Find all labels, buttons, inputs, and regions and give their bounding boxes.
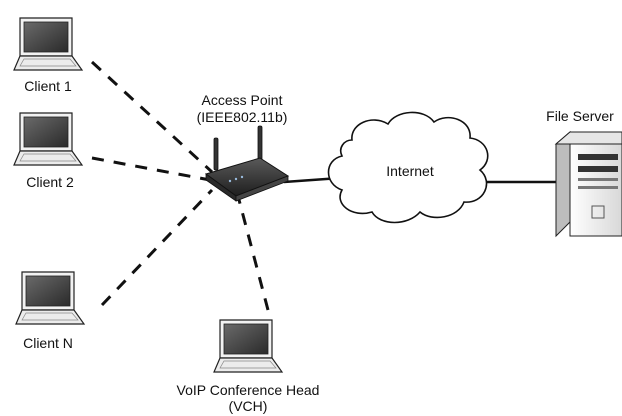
link-clientN-ap [100,188,214,307]
client-n-label: Client N [23,335,73,351]
laptop-icon [13,112,83,166]
laptop-icon [213,319,283,373]
internet-label: Internet [386,163,434,179]
client-2-label: Client 2 [26,174,74,190]
file-server-label: File Server [546,108,614,124]
vch-node: VoIP Conference Head (VCH) [177,319,320,414]
cloud-icon [327,111,489,224]
access-point-label-line2: (IEEE802.11b) [197,109,288,125]
access-point-node: Access Point (IEEE802.11b) [197,92,290,202]
vch-label-line2: (VCH) [229,398,268,414]
link-client1-ap [90,60,214,174]
access-point-label-line1: Access Point [202,92,283,108]
wireless-router-icon [204,125,290,202]
vch-label-line1: VoIP Conference Head [177,382,320,398]
client-1-node: Client 1 [13,17,83,94]
client-n-node: Client N [15,271,85,351]
laptop-icon [15,271,85,325]
internet-node: Internet [327,111,489,224]
laptop-icon [13,17,83,71]
link-vch-ap [236,195,270,311]
client-1-label: Client 1 [24,78,72,94]
file-server-node: File Server [546,108,622,238]
server-tower-icon [554,130,622,238]
link-client2-ap [91,156,211,182]
client-2-node: Client 2 [13,112,83,190]
